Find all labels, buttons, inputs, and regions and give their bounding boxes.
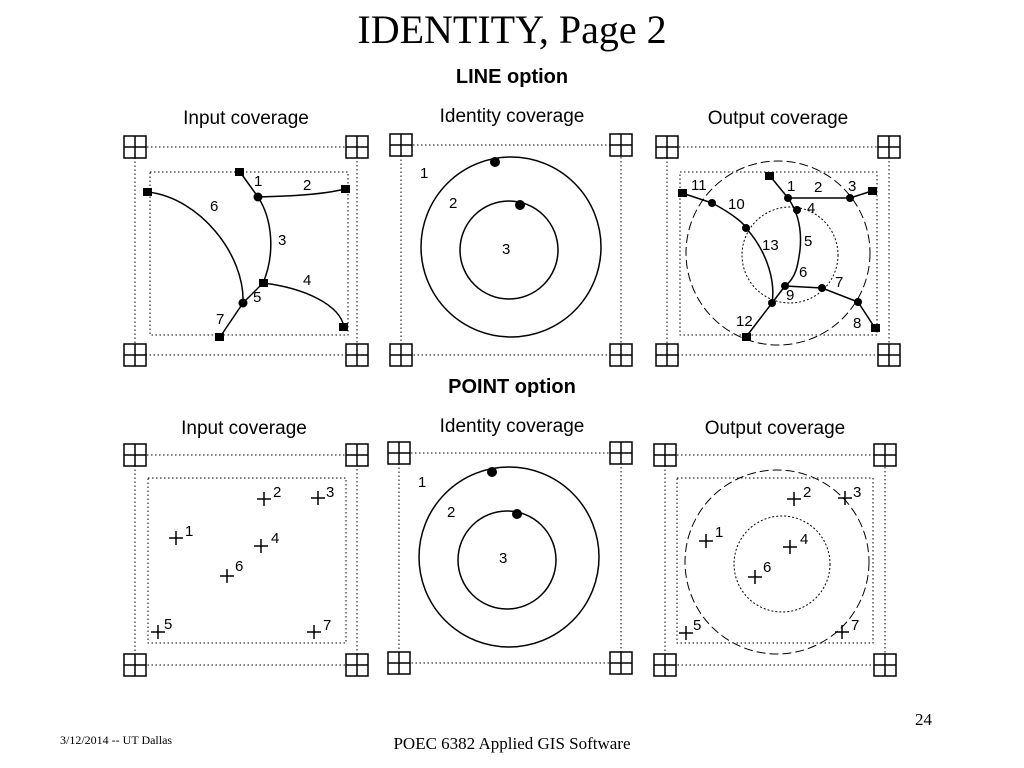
tic-icon [873,653,897,677]
tic-icon [655,343,679,367]
line-input-label-1: 1 [254,173,262,190]
line-input-label-7: 7 [216,311,224,328]
point-marker [306,624,322,640]
line-output-label-9: 9 [786,287,794,304]
point-marker [747,569,763,585]
point-marker [782,539,798,555]
tic-icon [653,653,677,677]
point-output-label-7: 7 [851,617,859,634]
point-identity-label-1: 1 [418,474,426,491]
point-marker [678,625,694,641]
point-marker [834,624,850,640]
tic-icon [345,343,369,367]
tic-icon [609,651,633,675]
tic-icon [345,443,369,467]
point-marker [698,533,714,549]
point-option-heading: POINT option [448,376,576,398]
point-output-label-5: 5 [693,617,701,634]
line-identity-label-2: 2 [449,195,457,212]
tic-icon [609,343,633,367]
tic-icon [123,343,147,367]
tic-icon [345,653,369,677]
tic-icon [345,135,369,159]
line-input-label-4: 4 [303,272,311,289]
footer-course: POEC 6382 Applied GIS Software [393,734,631,753]
point-marker [253,538,269,554]
point-marker [150,624,166,640]
point-input-label-7: 7 [323,617,331,634]
tic-icon [123,443,147,467]
line-output-label-12: 12 [736,313,753,330]
line-output-label-7: 7 [835,274,843,291]
tic-icon [123,135,147,159]
line-option-heading: LINE option [455,66,569,88]
line-input-label-6: 6 [210,198,218,215]
point-identity-label-2: 2 [447,504,455,521]
line-output-panel: 1 2 3 4 5 6 7 8 9 10 11 12 13 [655,135,901,367]
point-output-label-6: 6 [763,559,771,576]
point-output-title: Output coverage [704,418,846,439]
point-identity-label-3: 3 [499,550,507,567]
tic-icon [873,443,897,467]
point-output-label-1: 1 [715,524,723,541]
point-identity-panel: 1 2 3 [387,441,633,675]
line-input-title: Input coverage [183,108,309,129]
point-marker [786,491,802,507]
line-output-label-11: 11 [691,177,707,194]
point-output-label-4: 4 [800,531,808,548]
line-output-label-5: 5 [804,233,812,250]
line-output-label-10: 10 [728,196,745,213]
point-marker [256,491,272,507]
line-input-label-3: 3 [278,232,286,249]
line-input-panel: 1 2 3 4 5 6 7 [123,135,369,367]
point-input-label-3: 3 [326,484,334,501]
tic-icon [609,133,633,157]
line-output-label-3: 3 [848,178,856,195]
tic-icon [387,441,411,465]
line-output-title: Output coverage [707,108,849,129]
line-identity-panel: 1 2 3 [389,133,633,367]
point-input-panel: 1 2 3 4 5 6 7 [123,443,369,677]
line-input-label-2: 2 [303,177,311,194]
slide-title: IDENTITY, Page 2 [357,7,667,52]
tic-icon [653,443,677,467]
line-output-label-6: 6 [799,264,807,281]
point-input-label-2: 2 [273,484,281,501]
point-marker [168,530,184,546]
point-output-label-3: 3 [853,484,861,501]
tic-icon [877,343,901,367]
line-identity-title: Identity coverage [439,106,585,127]
point-input-label-6: 6 [235,558,243,575]
point-marker [219,568,235,584]
line-identity-label-3: 3 [502,241,510,258]
point-marker [310,490,326,506]
point-input-label-5: 5 [164,616,172,633]
line-output-label-8: 8 [853,315,861,332]
point-input-label-1: 1 [185,523,193,540]
tic-icon [655,135,679,159]
line-output-label-2: 2 [814,179,822,196]
tic-icon [123,653,147,677]
line-output-label-13: 13 [762,237,779,254]
tic-icon [877,135,901,159]
footer-date: 3/12/2014 -- UT Dallas [60,733,173,747]
point-input-label-4: 4 [271,530,279,547]
tic-icon [389,343,413,367]
point-output-panel: 1 2 3 4 5 6 7 [653,443,897,677]
page-number: 24 [915,710,932,729]
point-identity-title: Identity coverage [439,416,585,437]
line-identity-label-1: 1 [420,165,428,182]
point-marker [837,490,853,506]
tic-icon [609,441,633,465]
line-output-label-4: 4 [807,200,815,217]
tic-icon [389,133,413,157]
line-output-label-1: 1 [787,178,795,195]
point-output-label-2: 2 [803,484,811,501]
point-input-title: Input coverage [181,418,307,439]
line-input-label-5: 5 [253,289,261,306]
tic-icon [387,651,411,675]
